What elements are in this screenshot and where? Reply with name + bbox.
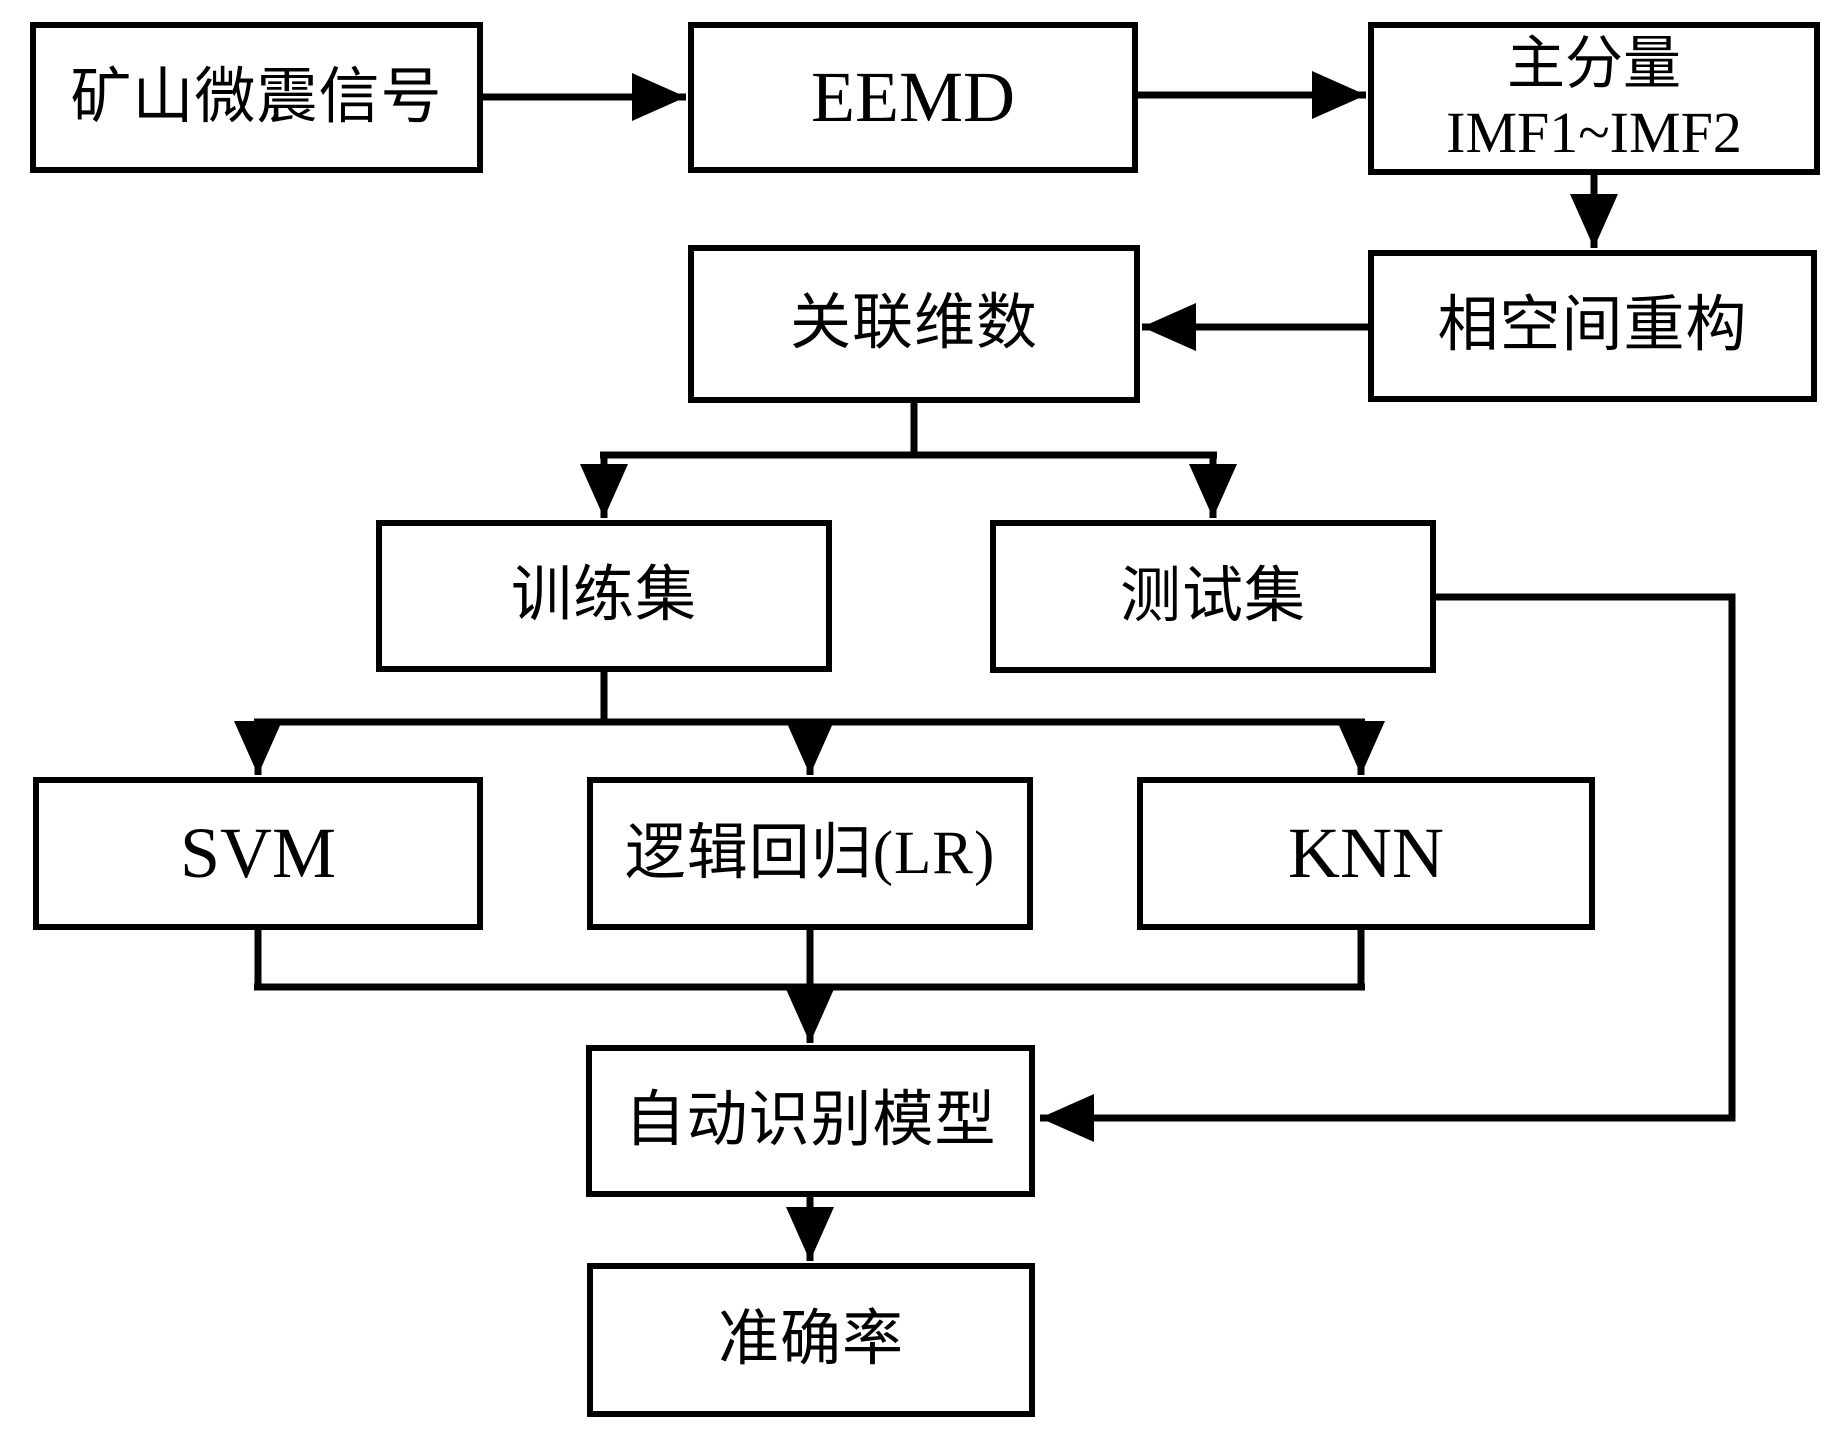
node-phase-space-reconstruction-label: 相空间重构 bbox=[1437, 292, 1748, 360]
node-eemd-label: EEMD bbox=[811, 56, 1015, 137]
node-accuracy-label: 准确率 bbox=[717, 1306, 904, 1374]
node-principal-components-label-line2: IMF1~IMF2 bbox=[1446, 99, 1742, 165]
node-training-set-label: 训练集 bbox=[510, 562, 697, 630]
node-logistic-regression: 逻辑回归(LR) bbox=[587, 777, 1033, 930]
node-automatic-recognition-model-label: 自动识别模型 bbox=[624, 1087, 997, 1155]
node-svm: SVM bbox=[33, 777, 483, 930]
node-knn: KNN bbox=[1137, 777, 1595, 930]
node-automatic-recognition-model: 自动识别模型 bbox=[586, 1045, 1035, 1197]
node-correlation-dimension-label: 关联维数 bbox=[789, 290, 1038, 358]
node-test-set: 测试集 bbox=[990, 520, 1436, 673]
arrow-test-to-model bbox=[1040, 593, 1736, 1142]
node-correlation-dimension: 关联维数 bbox=[688, 245, 1140, 403]
node-logistic-regression-label: 逻辑回归(LR) bbox=[624, 819, 996, 887]
node-knn-label: KNN bbox=[1288, 812, 1444, 893]
node-phase-space-reconstruction: 相空间重构 bbox=[1368, 250, 1817, 402]
node-accuracy: 准确率 bbox=[587, 1263, 1035, 1417]
node-svm-label: SVM bbox=[179, 812, 337, 893]
node-eemd: EEMD bbox=[688, 22, 1138, 173]
node-mine-microseismic-signal: 矿山微震信号 bbox=[30, 22, 483, 173]
node-training-set: 训练集 bbox=[376, 520, 832, 672]
node-principal-components: 主分量 IMF1~IMF2 bbox=[1368, 22, 1820, 175]
node-mine-microseismic-signal-label: 矿山微震信号 bbox=[70, 63, 443, 131]
node-test-set-label: 测试集 bbox=[1119, 562, 1306, 630]
node-principal-components-label-line1: 主分量 bbox=[1506, 31, 1681, 97]
